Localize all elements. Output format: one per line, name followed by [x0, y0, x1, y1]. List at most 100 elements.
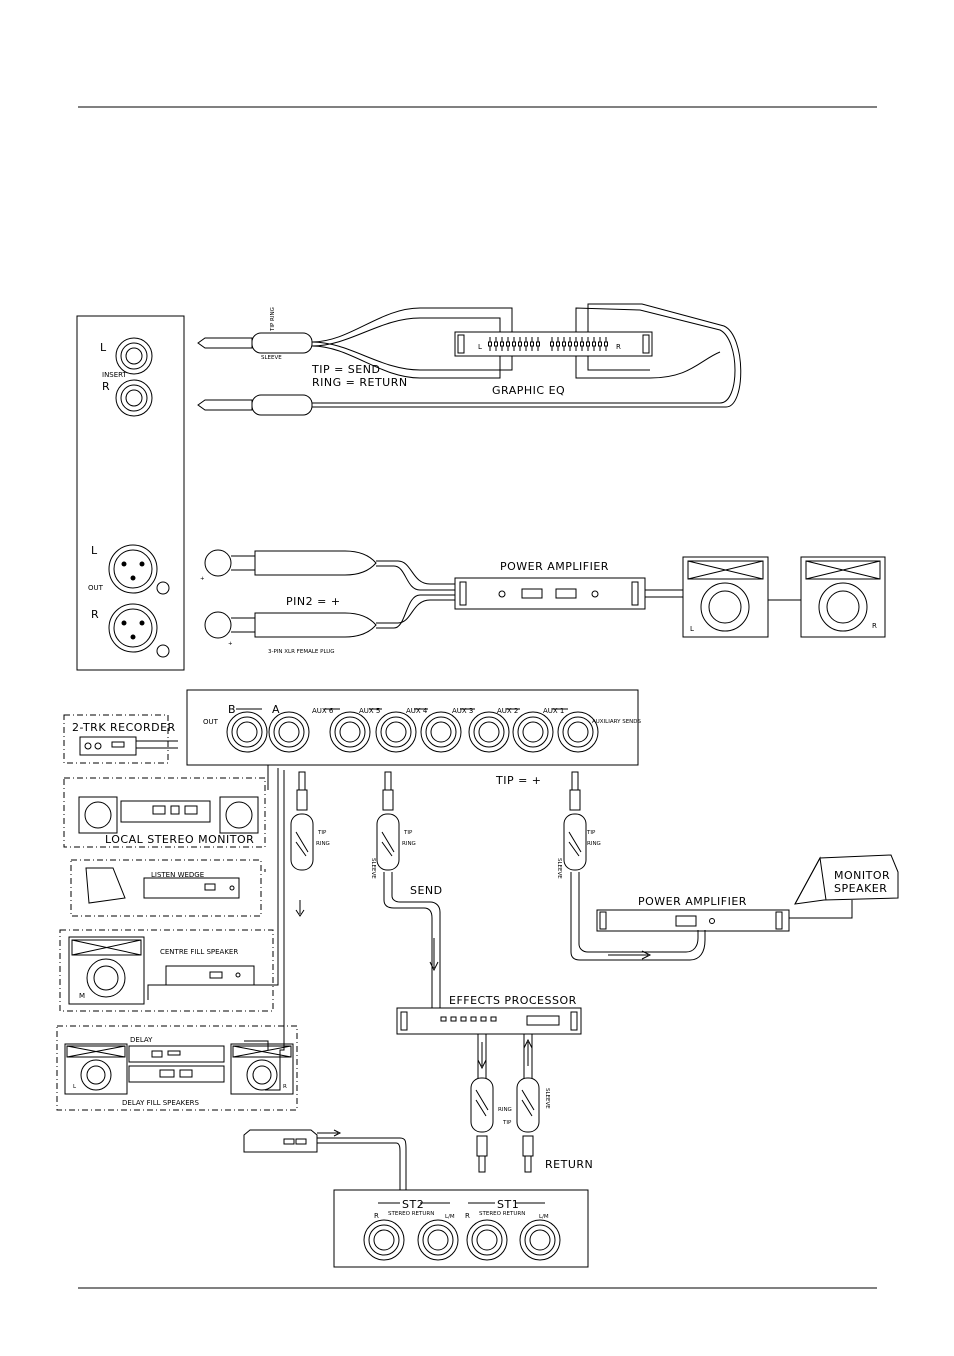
jack2-sleeve: SLEEVE	[370, 858, 376, 879]
return-jack-body	[516, 1077, 540, 1133]
centre-fill-label: CENTRE FILL SPEAKER	[160, 948, 238, 956]
aux-jack	[226, 711, 268, 753]
jack-shaft	[569, 789, 581, 811]
jack-shaft	[382, 789, 394, 811]
jack3-ring: RING	[587, 841, 601, 847]
power-amplifier-1	[454, 577, 646, 610]
recorder-label: 2-TRK RECORDER	[72, 721, 176, 734]
jack3-tip: TIP	[586, 830, 596, 836]
xlr-plug-label: 3-PIN XLR FEMALE PLUG	[268, 649, 335, 655]
return-jack-tip	[478, 1155, 486, 1173]
aux-jack	[512, 711, 554, 753]
st2-r-label: R	[374, 1212, 379, 1220]
aux-jack-ring	[231, 716, 263, 748]
eq-slider-knob	[518, 341, 522, 347]
out-a-label: A	[272, 703, 280, 716]
aux6-label: AUX 6	[312, 707, 334, 715]
aux-jack-hole	[278, 721, 300, 743]
recorder-box	[63, 714, 178, 764]
aux-jack	[268, 711, 310, 753]
st1-r-jack	[466, 1219, 508, 1261]
aux-out-label: OUT	[203, 718, 219, 726]
centre-m-label: M	[79, 992, 85, 1000]
delay-r-label: R	[283, 1084, 287, 1090]
tip-plus-label: TIP = +	[495, 774, 542, 787]
aux-jack-hole	[236, 721, 258, 743]
aux-jack	[420, 711, 462, 753]
aux-jack-ring	[473, 716, 505, 748]
monitor-speaker	[794, 854, 899, 905]
tip-send-label: TIP = SEND	[311, 363, 380, 376]
jack-tip	[571, 771, 579, 791]
jack2-tip: TIP	[403, 830, 413, 836]
st1-label: ST1	[497, 1198, 519, 1211]
jack-wiring	[295, 831, 309, 857]
aux-jack-ring	[562, 716, 594, 748]
st1-r-label: R	[465, 1212, 470, 1220]
power-amp2-label: POWER AMPLIFIER	[638, 895, 747, 908]
effects-processor	[396, 1007, 582, 1035]
st2-r-jack	[363, 1219, 405, 1261]
st1-stereo-return-label: STEREO RETURN	[479, 1211, 525, 1217]
spk-l-label: L	[690, 625, 694, 633]
jack-shaft	[296, 789, 308, 811]
monitor-amp-cable	[570, 872, 706, 961]
insert-jack-plugs	[197, 332, 313, 416]
aux3-label: AUX 3	[452, 707, 473, 715]
insert-l-label: L	[100, 341, 107, 354]
eq-slider-knob	[598, 341, 602, 347]
out-b-label: B	[228, 703, 236, 716]
aux5-label: AUX 5	[359, 707, 380, 715]
insert-r-label: R	[102, 380, 110, 393]
xlr-plugs	[204, 549, 377, 639]
aux-jack-ring	[380, 716, 412, 748]
main-speaker-l	[682, 556, 769, 638]
aux-jack-hole	[522, 721, 544, 743]
delay-fill-box	[56, 1025, 298, 1111]
monitor-speaker-label-1: MONITOR	[834, 869, 890, 882]
centre-fill-box	[59, 929, 274, 1012]
aux-panel	[186, 689, 639, 766]
aux-jack-hole	[430, 721, 452, 743]
return-jack-body	[470, 1077, 494, 1133]
st2-l-jack	[417, 1219, 459, 1261]
eq-r-label: R	[616, 343, 621, 351]
st1-l-jack	[519, 1219, 561, 1261]
aux-jack-ring	[517, 716, 549, 748]
jack-body	[563, 813, 587, 871]
jack-tip	[384, 771, 392, 791]
aux-jack-hole	[478, 721, 500, 743]
eq-slider-knob	[494, 341, 498, 347]
pin2-label: PIN2 = +	[286, 595, 341, 608]
return-cables	[477, 1034, 533, 1078]
eq-slider-knob	[586, 341, 590, 347]
eq-slider-knob	[524, 341, 528, 347]
plus-sign-2: +	[228, 641, 233, 647]
eq-slider-knob	[592, 341, 596, 347]
eq-slider-knob	[580, 341, 584, 347]
eq-slider-knob	[562, 341, 566, 347]
tip-ring-label: TIP RING	[270, 307, 276, 332]
stereo-return-panel	[333, 1189, 589, 1268]
local-monitor-box	[63, 777, 266, 848]
return-jack-shaft	[476, 1135, 488, 1157]
jack-wiring	[381, 831, 395, 857]
aux-jack-hole	[339, 721, 361, 743]
jack-body	[376, 813, 400, 871]
amp-speaker-cables	[645, 589, 801, 601]
eq-slider-knob	[604, 341, 608, 347]
return-jack-wiring	[521, 1089, 535, 1117]
xlr-cables	[376, 560, 455, 629]
jack3-sleeve: SLEEVE	[556, 858, 562, 879]
send-cable	[383, 872, 441, 1008]
aux-jack	[557, 711, 599, 753]
insert-jack-r	[115, 379, 153, 417]
sleeve-label: SLEEVE	[261, 355, 282, 361]
aux-jack-ring	[334, 716, 366, 748]
aux1-label: AUX 1	[543, 707, 564, 715]
main-speaker-r	[800, 556, 886, 638]
aux-jack-plugs	[290, 771, 587, 871]
ring-return-label: RING = RETURN	[312, 376, 408, 389]
